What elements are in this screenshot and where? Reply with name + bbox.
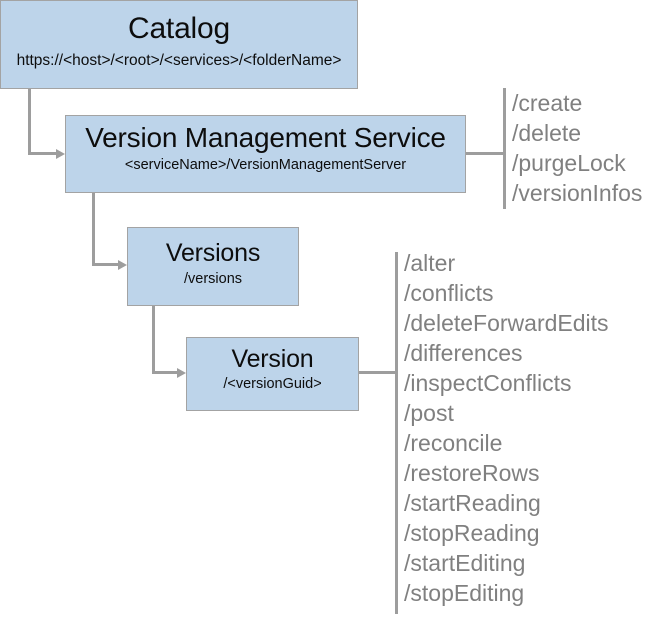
operation-item[interactable]: /inspectConflicts [404, 370, 572, 396]
operation-bracket [395, 252, 398, 614]
node-versions-subtitle: /versions [183, 271, 243, 288]
operation-item[interactable]: /differences [404, 340, 523, 366]
connector-segment-vertical [152, 306, 155, 373]
node-version-title: Version [231, 345, 314, 373]
node-version-management-service-subtitle: <serviceName>/VersionManagementServer [124, 157, 407, 174]
node-versions-title: Versions [165, 239, 261, 267]
operation-item[interactable]: /restoreRows [404, 460, 540, 486]
node-catalog-subtitle: https://<host>/<root>/<services>/<folder… [16, 51, 342, 69]
operation-item[interactable]: /startReading [404, 490, 541, 516]
operation-item[interactable]: /conflicts [404, 280, 494, 306]
node-version-management-service[interactable]: Version Management Service <serviceName>… [65, 115, 466, 193]
operation-item[interactable]: /reconcile [404, 430, 503, 456]
connector-segment-horizontal [28, 152, 57, 155]
operation-item[interactable]: /stopEditing [404, 580, 525, 606]
operation-item[interactable]: /create [512, 90, 583, 116]
connector-segment-horizontal [152, 371, 179, 374]
operation-item[interactable]: /delete [512, 120, 582, 146]
operation-item[interactable]: /startEditing [404, 550, 526, 576]
arrowhead-icon [118, 260, 127, 270]
operation-item[interactable]: /alter [404, 250, 456, 276]
node-version[interactable]: Version /<versionGuid> [186, 337, 359, 411]
operation-stem [466, 152, 504, 155]
operation-item[interactable]: /post [404, 400, 454, 426]
node-catalog-title: Catalog [127, 12, 230, 45]
operation-bracket [503, 88, 506, 209]
arrowhead-icon [56, 149, 65, 159]
operation-item[interactable]: /stopReading [404, 520, 540, 546]
operation-item[interactable]: /purgeLock [512, 150, 626, 176]
arrowhead-icon [177, 368, 186, 378]
connector-segment-horizontal [92, 263, 120, 266]
operation-item[interactable]: /versionInfos [512, 180, 643, 206]
connector-segment-vertical [92, 193, 95, 265]
operation-stem [359, 371, 398, 374]
node-version-management-service-title: Version Management Service [85, 122, 446, 153]
operation-list-version: /alter /conflicts /deleteForwardEdits /d… [404, 248, 609, 608]
node-versions[interactable]: Versions /versions [127, 227, 299, 306]
connector-segment-vertical [28, 89, 31, 155]
operation-item[interactable]: /deleteForwardEdits [404, 310, 609, 336]
node-catalog[interactable]: Catalog https://<host>/<root>/<services>… [0, 0, 358, 89]
node-version-subtitle: /<versionGuid> [223, 376, 322, 393]
operation-list-vms: /create /delete /purgeLock /versionInfos [512, 88, 642, 208]
